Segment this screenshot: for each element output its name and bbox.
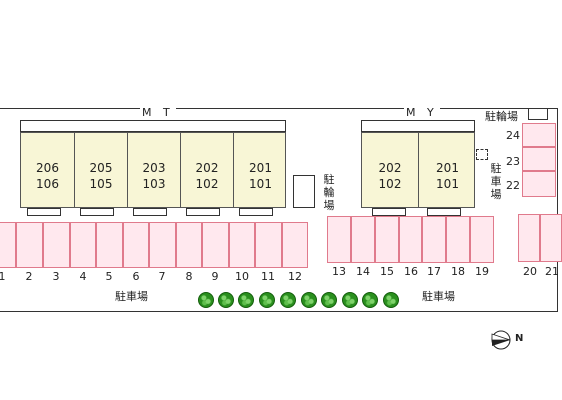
tree-icon bbox=[362, 292, 378, 308]
parking-number: 9 bbox=[211, 270, 219, 283]
entrance-step bbox=[80, 208, 114, 216]
parking-space-10[interactable] bbox=[229, 222, 255, 268]
parking-number: 21 bbox=[545, 265, 559, 278]
parking-number: 14 bbox=[356, 265, 370, 278]
parking-space-23[interactable] bbox=[522, 147, 556, 171]
parking-number: 3 bbox=[52, 270, 60, 283]
tree-icon bbox=[342, 292, 358, 308]
parking-vertical-label: 駐 車 場 bbox=[490, 162, 502, 201]
parking-space-5[interactable] bbox=[96, 222, 123, 268]
compass-icon: N bbox=[490, 328, 530, 352]
tree-icon bbox=[259, 292, 275, 308]
parking-number: 11 bbox=[261, 270, 275, 283]
parking-space-7[interactable] bbox=[149, 222, 176, 268]
tree-icon bbox=[218, 292, 234, 308]
parking-space-3[interactable] bbox=[43, 222, 70, 268]
parking-space-16[interactable] bbox=[399, 216, 422, 263]
parking-number: 8 bbox=[185, 270, 193, 283]
parking-number: 10 bbox=[235, 270, 249, 283]
tree-icon bbox=[198, 292, 214, 308]
parking-number: 7 bbox=[158, 270, 166, 283]
tree-icon bbox=[383, 292, 399, 308]
parking-space-11[interactable] bbox=[255, 222, 282, 268]
parking-space-8[interactable] bbox=[176, 222, 202, 268]
parking-number: 12 bbox=[288, 270, 302, 283]
building-my-roof bbox=[361, 120, 475, 132]
parking-space-2[interactable] bbox=[16, 222, 43, 268]
parking-space-21[interactable] bbox=[540, 214, 562, 262]
parking-space-19[interactable] bbox=[470, 216, 494, 263]
parking-space-24[interactable] bbox=[522, 123, 556, 147]
parking-space-6[interactable] bbox=[123, 222, 149, 268]
tree-icon bbox=[301, 292, 317, 308]
parking-space-15[interactable] bbox=[375, 216, 399, 263]
entrance-step bbox=[372, 208, 406, 216]
entrance-step bbox=[186, 208, 220, 216]
parking-number: 24 bbox=[506, 129, 520, 142]
parking-label-right: 駐車場 bbox=[422, 290, 455, 303]
building-my-label: M Y bbox=[404, 106, 440, 119]
parking-number: 18 bbox=[451, 265, 465, 278]
parking-number: 6 bbox=[132, 270, 140, 283]
parking-space-4[interactable] bbox=[70, 222, 96, 268]
building-mt-label: M T bbox=[140, 106, 176, 119]
entrance-step bbox=[239, 208, 273, 216]
parking-space-12[interactable] bbox=[282, 222, 308, 268]
parking-number: 23 bbox=[506, 155, 520, 168]
dashed-box bbox=[476, 149, 488, 160]
bicycle-parking-label: 駐 輪 場 bbox=[323, 173, 335, 212]
entrance-step bbox=[27, 208, 61, 216]
parking-space-13[interactable] bbox=[327, 216, 351, 263]
parking-number: 4 bbox=[79, 270, 87, 283]
parking-space-20[interactable] bbox=[518, 214, 540, 262]
parking-space-18[interactable] bbox=[446, 216, 470, 263]
bicycle-parking-top-label: 駐輪場 bbox=[485, 110, 518, 123]
parking-space-22[interactable] bbox=[522, 171, 556, 197]
parking-number: 16 bbox=[404, 265, 418, 278]
parking-number: 1 bbox=[0, 270, 6, 283]
parking-number: 19 bbox=[475, 265, 489, 278]
parking-number: 20 bbox=[523, 265, 537, 278]
parking-number: 17 bbox=[427, 265, 441, 278]
parking-space-14[interactable] bbox=[351, 216, 375, 263]
parking-number: 15 bbox=[380, 265, 394, 278]
compass-north-label: N bbox=[515, 333, 524, 344]
building-mt-roof bbox=[20, 120, 286, 132]
parking-number: 13 bbox=[332, 265, 346, 278]
parking-space-17[interactable] bbox=[422, 216, 446, 263]
parking-number: 2 bbox=[25, 270, 33, 283]
bicycle-parking-box bbox=[293, 175, 315, 208]
parking-number: 22 bbox=[506, 179, 520, 192]
bicycle-parking-top-box bbox=[528, 108, 548, 120]
entrance-step bbox=[133, 208, 167, 216]
parking-space-9[interactable] bbox=[202, 222, 229, 268]
parking-number: 5 bbox=[105, 270, 113, 283]
tree-icon bbox=[238, 292, 254, 308]
tree-icon bbox=[321, 292, 337, 308]
parking-space-1[interactable] bbox=[0, 222, 16, 268]
tree-icon bbox=[280, 292, 296, 308]
entrance-step bbox=[427, 208, 461, 216]
parking-label-left: 駐車場 bbox=[115, 290, 148, 303]
